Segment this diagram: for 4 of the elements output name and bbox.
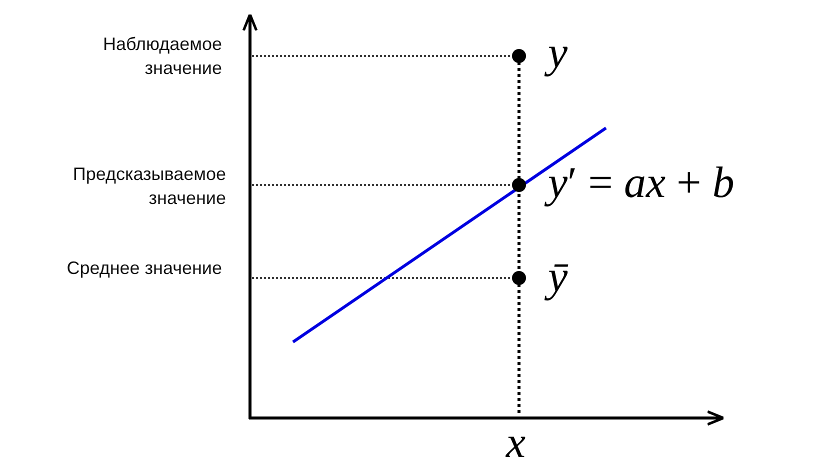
axis-label: Среднее значение	[66, 257, 222, 280]
variable-symbol: x	[506, 420, 526, 465]
axis-label: Предсказываемое значение	[72, 163, 226, 210]
axis-label: Наблюдаемое значение	[102, 33, 222, 80]
